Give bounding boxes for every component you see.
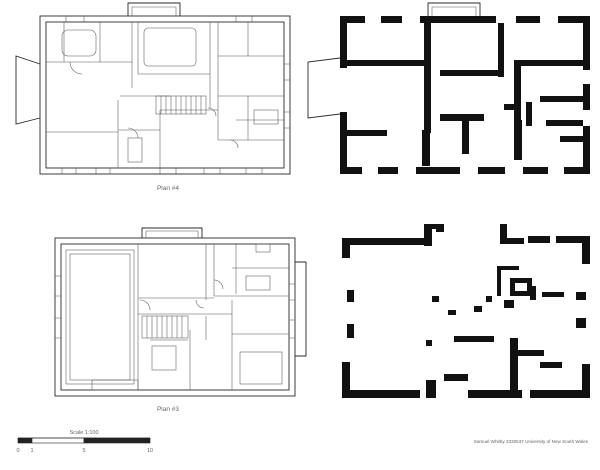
scale-bar — [17, 437, 151, 444]
plan-4-poche-top-bay — [427, 2, 481, 16]
plan-4-outer-wall — [39, 15, 291, 175]
plan-3-stair — [141, 315, 189, 339]
plan-4-poche-left-bay — [307, 57, 341, 119]
plan-4-stair — [155, 95, 207, 115]
plan-4-left-bay — [15, 55, 41, 125]
plan-3-inner-wall — [60, 243, 290, 391]
plan-3-right-bay — [295, 261, 307, 357]
scale-tick-label: 10 — [147, 448, 153, 454]
plan-3-caption: Plan #3 — [157, 406, 179, 413]
scale-tick-label: 5 — [82, 448, 85, 454]
plan-3-hall — [65, 249, 135, 385]
scale-label: Scale 1:100 — [69, 430, 98, 436]
plan-3-line-drawing — [54, 227, 307, 397]
plan-3-top-bay — [141, 227, 203, 238]
plan-4-line-drawing — [15, 2, 291, 175]
scale-tick-label: 0 — [16, 448, 19, 454]
author-credit: Samuel Whitby 3330537 University of New … — [474, 439, 589, 444]
plan-4-caption: Plan #4 — [157, 185, 179, 192]
scale-tick-label: 1 — [30, 448, 33, 454]
plan-3-wall-poche — [342, 224, 590, 398]
plan-4-wall-poche — [307, 2, 590, 174]
plan-4-top-bay — [127, 2, 181, 16]
plan-4-inner-wall — [45, 21, 285, 169]
plan-3-outer-wall — [54, 237, 296, 397]
